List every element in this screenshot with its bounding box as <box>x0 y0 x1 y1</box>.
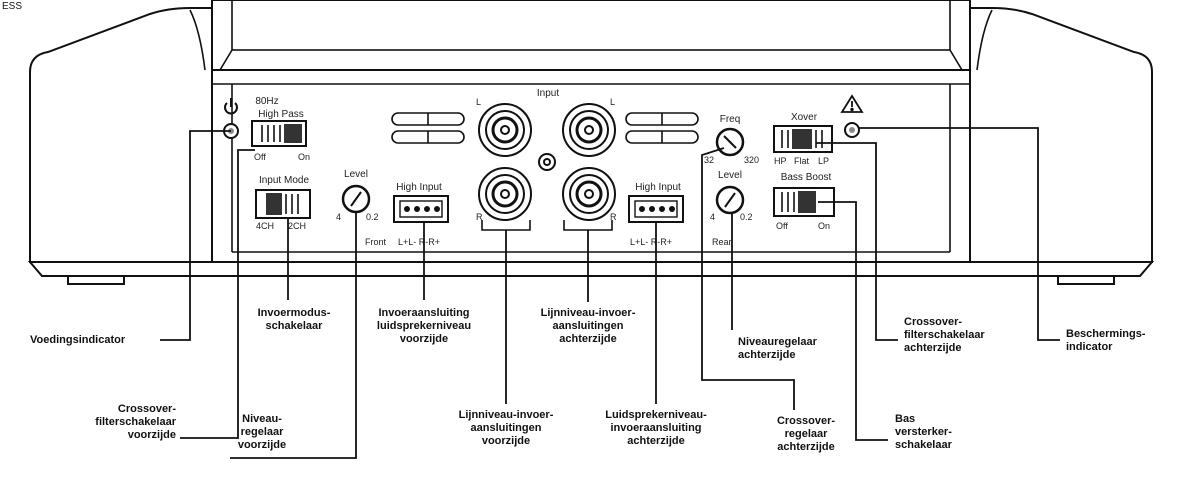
callout-invoermodus-1: Invoermodus- <box>258 307 331 319</box>
level-front-knob[interactable] <box>341 184 371 214</box>
bass-boost-on: On <box>818 221 830 231</box>
terminals-front: L+L- R-R+ <box>398 237 440 247</box>
rca-right-label-2: R <box>610 212 617 222</box>
high-input-front-connector[interactable] <box>393 195 449 223</box>
callout-crossover-front-1: Crossover- <box>118 403 176 415</box>
rca-left-label-2: L <box>610 97 615 107</box>
callout-bescherming-1: Beschermings- <box>1066 328 1146 340</box>
xover-flat: Flat <box>794 156 810 166</box>
rca-jack-rear-left[interactable] <box>562 103 616 157</box>
callout-line-front-3: voorzijde <box>482 435 530 447</box>
power-icon <box>224 98 238 115</box>
rca-jack-front-right[interactable] <box>478 167 532 221</box>
callout-niveau-rear-1: Niveauregelaar <box>738 336 818 348</box>
callout-line-rear-1: Lijnniveau-invoer- <box>541 307 636 319</box>
rear-label: Rear <box>712 237 732 247</box>
callout-crossover-front-3: voorzijde <box>128 429 176 441</box>
callout-niveau-rear-2: achterzijde <box>738 349 795 361</box>
xover-switch[interactable] <box>773 125 833 153</box>
freq-min: 32 <box>704 155 714 165</box>
callout-bescherming-2: indicator <box>1066 341 1113 353</box>
callout-bas-2: versterker- <box>895 426 952 438</box>
callout-voedingsindicator: Voedingsindicator <box>30 334 126 346</box>
input-mode-switch[interactable] <box>255 189 311 219</box>
rca-jack-front-left[interactable] <box>478 103 532 157</box>
callouts: Voedingsindicator Crossover- filterschak… <box>30 307 1146 453</box>
level-front-label: Level <box>344 169 368 180</box>
callout-high-input-front-1: Invoeraansluiting <box>378 307 469 319</box>
level-rear-knob[interactable] <box>715 185 745 215</box>
rca-left-label-1: L <box>476 97 481 107</box>
freq-title: Freq <box>720 114 741 125</box>
terminals-rear: L+L- R-R+ <box>630 237 672 247</box>
vents-front <box>391 112 465 144</box>
feet <box>67 275 1115 285</box>
callout-high-input-rear-1: Luidsprekerniveau- <box>605 409 707 421</box>
high-input-front-label: High Input <box>396 182 442 193</box>
level-front-max: 0.2 <box>366 212 379 222</box>
high-pass-switch[interactable] <box>251 120 307 147</box>
rca-jacks[interactable] <box>478 103 616 221</box>
hp80-line2: High Pass <box>258 109 304 120</box>
corner-label: ESS <box>2 1 22 12</box>
callout-crossover-rear-3: achterzijde <box>904 342 961 354</box>
callout-line-rear-3: achterzijde <box>559 333 616 345</box>
top-details <box>189 0 993 253</box>
callout-line-front-1: Lijnniveau-invoer- <box>459 409 554 421</box>
level-rear-label: Level <box>718 170 742 181</box>
level-front-min: 4 <box>336 212 341 222</box>
hp80-line1: 80Hz <box>255 96 278 107</box>
input-mode-2ch: 2CH <box>288 221 306 231</box>
rca-right-label-1: R <box>476 212 483 222</box>
callout-crossover-regelaar-1: Crossover- <box>777 415 835 427</box>
input-mode-4ch: 4CH <box>256 221 274 231</box>
freq-knob[interactable] <box>715 127 745 157</box>
hp80-off: Off <box>254 152 266 162</box>
callout-high-input-front-2: luidsprekerniveau <box>377 320 471 332</box>
level-rear-max: 0.2 <box>740 212 753 222</box>
hp80-on: On <box>298 152 310 162</box>
level-rear-min: 4 <box>710 212 715 222</box>
ground-post <box>538 153 556 171</box>
vents-rear <box>625 112 699 144</box>
high-input-rear-connector[interactable] <box>628 195 684 223</box>
callout-crossover-regelaar-3: achterzijde <box>777 441 834 453</box>
xover-hp: HP <box>774 156 787 166</box>
leader-lines <box>160 127 1060 459</box>
input-title: Input <box>537 88 559 99</box>
callout-niveau-front-2: regelaar <box>241 426 285 438</box>
protection-indicator <box>844 122 860 138</box>
callout-crossover-rear-1: Crossover- <box>904 316 962 328</box>
bass-boost-title: Bass Boost <box>781 172 832 183</box>
callout-crossover-regelaar-2: regelaar <box>785 428 829 440</box>
rca-jack-rear-right[interactable] <box>562 167 616 221</box>
callout-high-input-rear-3: achterzijde <box>627 435 684 447</box>
freq-max: 320 <box>744 155 759 165</box>
xover-title: Xover <box>791 112 818 123</box>
callout-bas-3: schakelaar <box>895 439 953 451</box>
callout-niveau-front-3: voorzijde <box>238 439 286 451</box>
callout-high-input-front-3: voorzijde <box>400 333 448 345</box>
bass-boost-off: Off <box>776 221 788 231</box>
xover-lp: LP <box>818 156 829 166</box>
callout-high-input-rear-2: invoeraansluiting <box>610 422 701 434</box>
callout-line-front-2: aansluitingen <box>471 422 542 434</box>
front-label: Front <box>365 237 387 247</box>
callout-line-rear-2: aansluitingen <box>553 320 624 332</box>
callout-crossover-front-2: filterschakelaar <box>95 416 176 428</box>
callout-crossover-rear-2: filterschakelaar <box>904 329 985 341</box>
callout-niveau-front-1: Niveau- <box>242 413 282 425</box>
input-mode-title: Input Mode <box>259 175 309 186</box>
warning-triangle-icon <box>840 94 864 113</box>
high-input-rear-label: High Input <box>635 182 681 193</box>
callout-bas-1: Bas <box>895 413 915 425</box>
callout-invoermodus-2: schakelaar <box>266 320 324 332</box>
